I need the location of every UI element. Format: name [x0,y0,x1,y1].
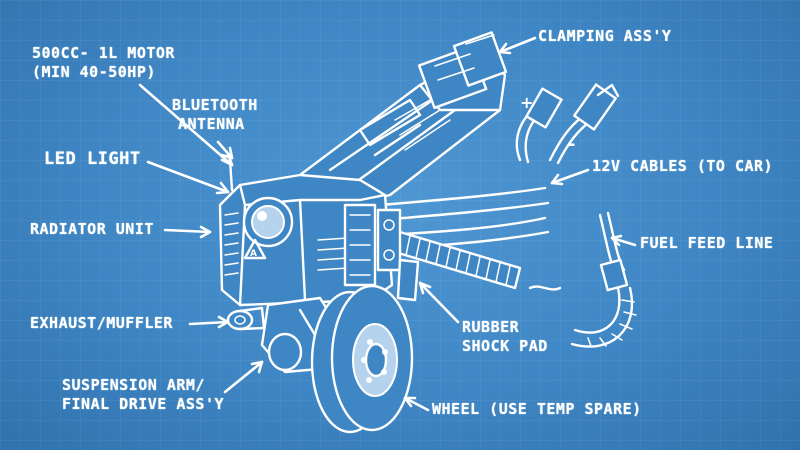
rubber-label-line2: SHOCK PAD [462,337,548,355]
fuel-line-drawing [528,211,637,348]
cables-arrow [550,168,590,185]
led-arrow [146,160,230,194]
clamping-label: CLAMPING ASS'Y [538,27,672,45]
led-light-label: LED LIGHT [44,149,141,169]
wheel-arrow [403,396,430,412]
motor-label-line1: 500CC- 1L MOTOR [32,44,175,62]
rubber-shock-pad-label: RUBBER SHOCK PAD [462,318,548,356]
engine-body-drawing: A [218,158,420,307]
radiator-label: RADIATOR UNIT [30,220,154,238]
fuel-arrow [610,236,637,247]
wheel-label: WHEEL (USE TEMP SPARE) [432,400,642,418]
exhaust-arrow [188,320,230,326]
suspension-arrow [223,360,264,394]
motor-arrow [138,83,234,167]
suspension-label-line1: SUSPENSION ARM/ [62,376,205,394]
svg-text:+: + [520,93,533,112]
suspension-label: SUSPENSION ARM/ FINAL DRIVE ASS'Y [62,376,224,414]
leader-arrows [138,36,637,412]
motor-label-line2: (MIN 40-50HP) [32,63,156,81]
suspension-label-line2: FINAL DRIVE ASS'Y [62,395,225,413]
clamping-assembly-drawing [298,31,508,212]
bluetooth-label: BLUETOOTH ANTENNA [172,96,258,134]
radiator-arrow [163,228,212,234]
bluetooth-arrow [216,140,234,160]
cables-label: 12V CABLES (TO CAR) [592,157,774,175]
svg-text:-: - [568,134,575,155]
clamping-arrow [498,36,537,54]
cable-clamps-drawing: + - [515,83,620,165]
rubber-label-line1: RUBBER [462,318,520,336]
bluetooth-label-line1: BLUETOOTH [172,96,258,114]
exhaust-drawing [226,306,266,331]
motor-label: 500CC- 1L MOTOR (MIN 40-50HP) [32,44,175,82]
wheel-drawing [310,284,414,434]
bluetooth-label-line2: ANTENNA [178,115,245,133]
rubber-arrow [418,281,460,324]
svg-text:A: A [250,249,257,259]
fuel-label: FUEL FEED LINE [640,234,774,252]
exhaust-label: EXHAUST/MUFFLER [30,314,173,332]
